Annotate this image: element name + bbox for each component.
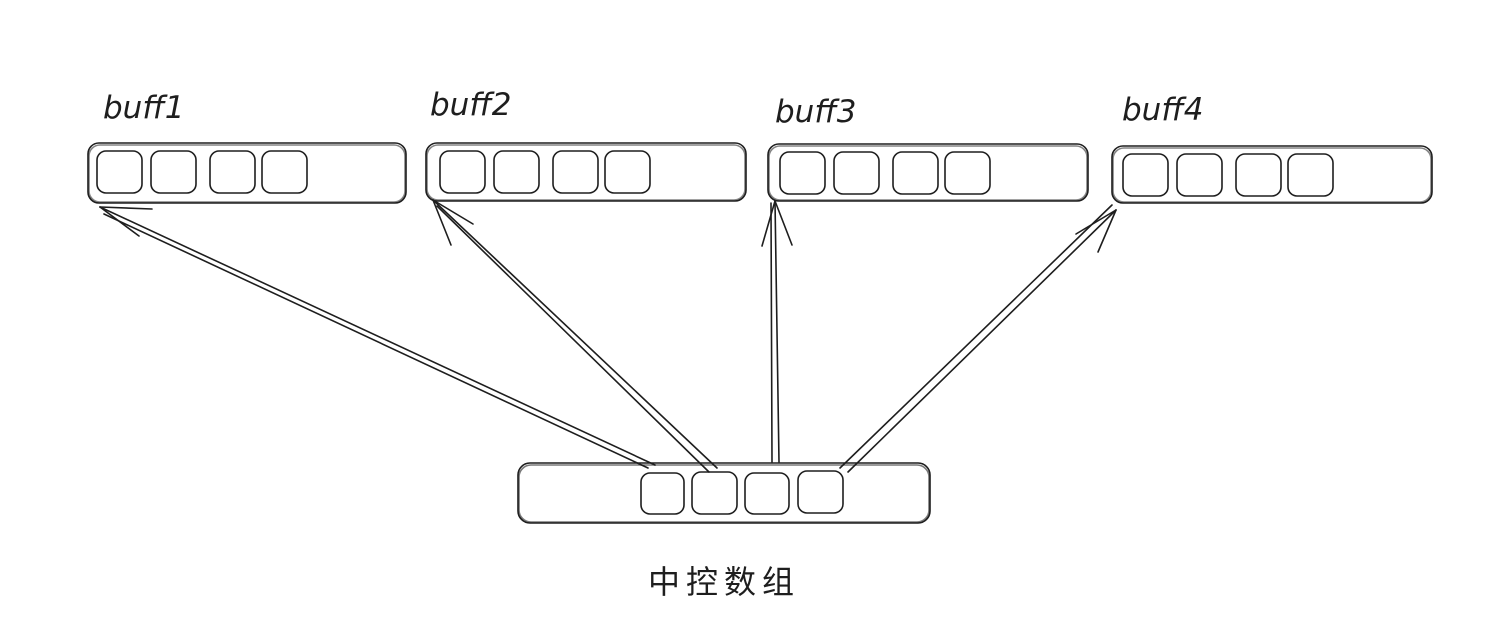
buffer-slot	[604, 150, 651, 194]
buffer-slot	[493, 150, 540, 194]
buffer-slot	[1176, 153, 1223, 197]
buffer-slot	[779, 151, 826, 195]
buffer-slot	[439, 150, 486, 194]
buffer-slot	[892, 151, 939, 195]
control-slot	[744, 472, 790, 515]
arrow-to-buff2	[432, 199, 718, 473]
arrow-to-buff3	[761, 200, 793, 463]
buffer-label: buff2	[430, 87, 511, 123]
control-slot	[797, 470, 844, 514]
control-array: 中控数组	[517, 462, 931, 601]
control-label: 中控数组	[648, 563, 800, 601]
buffer-slot	[150, 150, 197, 194]
arrow-to-buff1	[99, 206, 656, 469]
arrow-to-buff4	[839, 204, 1117, 473]
buffer-label: buff1	[103, 90, 184, 126]
control-slot	[640, 472, 685, 515]
buffer-slot	[209, 150, 256, 194]
buffer-slot	[833, 151, 880, 195]
buffer-slot	[1235, 153, 1282, 197]
buffer-4: buff4	[1111, 92, 1433, 204]
buffer-slot	[1122, 153, 1169, 197]
buffer-2: buff2	[425, 87, 747, 202]
control-slot	[691, 471, 738, 515]
buffer-slot	[552, 150, 599, 194]
buffer-slot	[944, 151, 991, 195]
buffer-label: buff4	[1122, 92, 1203, 128]
buffer-label: buff3	[775, 94, 856, 130]
buffer-slot	[1287, 153, 1334, 197]
buffer-slot	[261, 150, 308, 194]
buffer-slot	[96, 150, 143, 194]
buffer-1: buff1	[87, 90, 407, 204]
buffer-3: buff3	[767, 94, 1089, 202]
